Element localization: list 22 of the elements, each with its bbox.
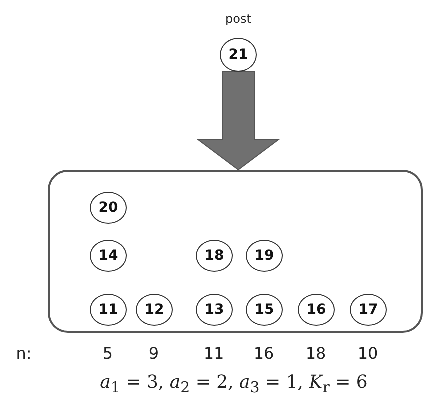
number-circle: 18 [196, 240, 233, 272]
count-label: 16 [254, 344, 274, 363]
number-circle: 20 [90, 192, 127, 224]
number-circle: 16 [298, 294, 335, 326]
block-arrow [197, 72, 280, 171]
number-circle: 21 [220, 38, 257, 72]
formula-text: a$_{1}$ = 3, a$_{2}$ = 2, a$_{3}$ = 1, K$_{r}$ = 6 [100, 372, 368, 397]
number-circle: 12 [136, 294, 173, 326]
count-label: 5 [102, 344, 114, 363]
count-label: 9 [148, 344, 160, 363]
group-box [48, 170, 423, 333]
number-circle: 14 [90, 240, 127, 272]
node-caption: post [226, 12, 252, 26]
number-circle: 19 [246, 240, 283, 272]
number-circle: 15 [246, 294, 283, 326]
row-label: n: [16, 344, 32, 363]
count-label: 10 [358, 344, 378, 363]
number-circle: 13 [196, 294, 233, 326]
number-circle: 11 [90, 294, 127, 326]
number-circle: 17 [350, 294, 387, 326]
count-label: 18 [306, 344, 326, 363]
count-label: 11 [204, 344, 224, 363]
